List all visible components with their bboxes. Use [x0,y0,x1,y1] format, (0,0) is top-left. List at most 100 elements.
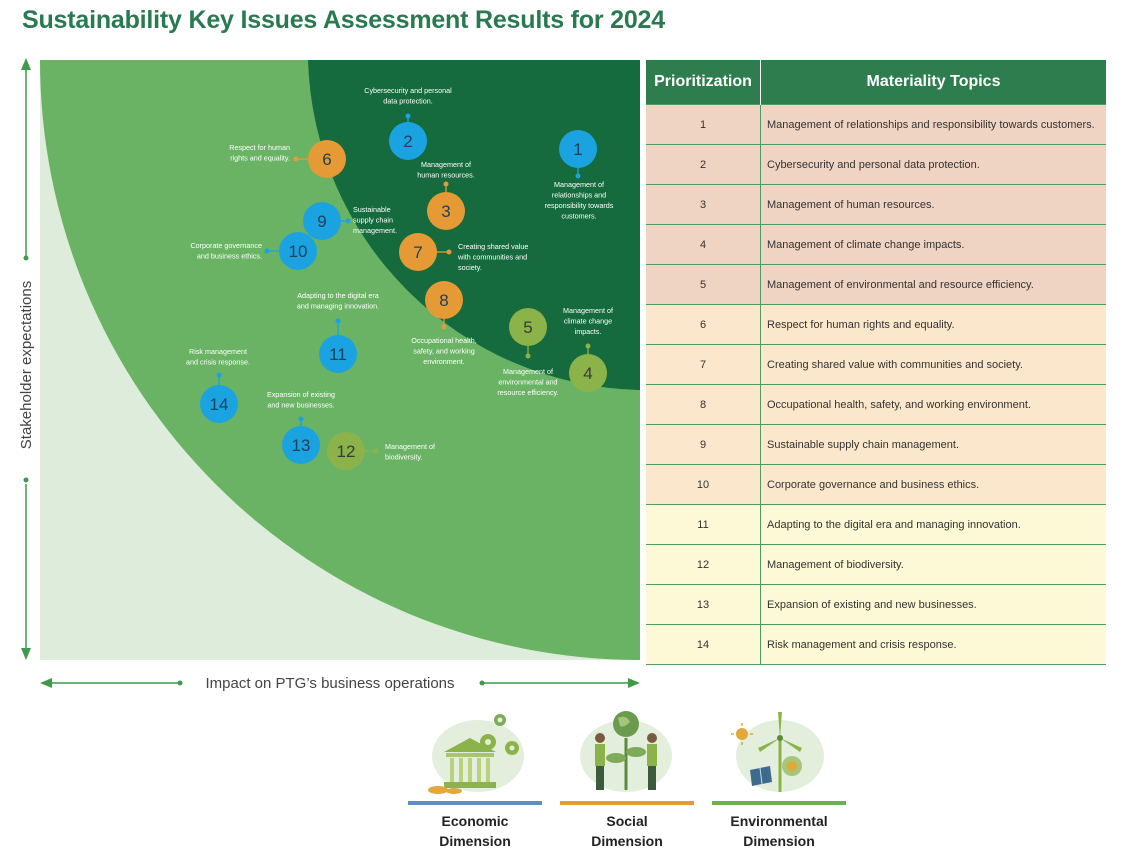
page-title: Sustainability Key Issues Assessment Res… [22,6,665,34]
materiality-topic: Respect for human rights and equality. [760,304,1106,345]
priority-number: 5 [646,264,761,305]
materiality-topic: Management of environmental and resource… [760,264,1106,305]
point-label-line: biodiversity. [385,453,422,462]
point-number: 6 [322,150,331,169]
people-globe-icon [580,711,672,792]
priority-number: 4 [646,224,761,265]
social-dimension-bar [560,801,694,805]
point-marker [303,202,341,240]
point-label-line: resource efficiency. [497,388,558,397]
materiality-topic: Adapting to the digital era and managing… [760,504,1106,545]
point-marker [327,432,365,470]
environmental-dimension-label-line1: Environmental [730,813,828,829]
bank-gears-icon [428,714,524,794]
priority-number: 14 [646,624,761,665]
point-connector-dot [525,353,531,359]
materiality-topic: Creating shared value with communities a… [760,344,1106,385]
point-marker [559,130,597,168]
point-label-line: society. [458,263,482,272]
point-connector-dot [264,248,270,254]
point-marker [282,426,320,464]
point-marker [569,354,607,392]
point-label-line: and crisis response. [186,358,250,367]
point-label-line: impacts. [575,327,602,336]
point-label-line: with communities and [457,253,527,262]
point-label-line: Management of [554,180,604,189]
materiality-topic: Management of relationships and responsi… [760,104,1106,145]
point-label-line: environment. [423,357,465,366]
point-label-line: Management of [563,306,613,315]
materiality-topic: Management of human resources. [760,184,1106,225]
point-label-line: and new businesses. [267,401,334,410]
point-number: 4 [583,364,592,383]
materiality-matrix: Stakeholder expectations Impact on PTG’s… [18,58,640,692]
point-label-line: rights and equality. [230,154,290,163]
point-marker [200,385,238,423]
priority-number: 1 [646,104,761,145]
materiality-topic: Expansion of existing and new businesses… [760,584,1106,625]
point-number: 2 [403,132,412,151]
y-axis [21,58,31,660]
economic-dimension-label-line2: Dimension [439,833,511,849]
point-number: 10 [289,242,308,261]
point-label-line: climate change [564,317,612,326]
point-label-line: safety, and working [413,347,474,356]
point-marker [509,308,547,346]
point-label-line: Management of [421,160,471,169]
point-number: 1 [573,140,582,159]
point-label-line: Sustainable [353,205,391,214]
point-label-line: and managing innovation. [297,302,379,311]
economic-dimension-label-line1: Economic [441,813,509,829]
point-number: 11 [329,345,347,364]
header-materiality-topics: Materiality Topics [760,60,1106,105]
priority-number: 6 [646,304,761,345]
point-label-line: supply chain [353,216,393,225]
point-label-line: Management of [503,367,553,376]
point-label-line: environmental and [498,378,557,387]
point-number: 5 [523,318,532,337]
point-label-line: relationships and [552,191,606,200]
point-label-line: Expansion of existing [267,390,335,399]
priority-number: 2 [646,144,761,185]
point-label-line: Occupational health, [411,336,477,345]
point-label-line: customers. [561,212,596,221]
environmental-dimension: Environmental Dimension [712,708,846,851]
point-number: 14 [210,395,229,414]
priority-number: 10 [646,464,761,505]
social-dimension: Social Dimension [560,708,694,851]
point-label-line: management. [353,226,397,235]
point-label-line: Management of [385,442,435,451]
matrix-point: 14 Risk management and crisis response. [186,347,250,423]
point-label-line: responsibility towards [545,201,614,210]
wind-solar-icon [731,712,824,792]
matrix-point: 11 Adapting to the digital era and managin… [297,291,379,373]
materiality-topic: Corporate governance and business ethics… [760,464,1106,505]
point-label-line: Adapting to the digital era [297,291,379,300]
point-connector-dot [345,218,351,224]
point-marker [425,281,463,319]
priority-number: 3 [646,184,761,225]
matrix-point: 12 Management of biodiversity. [327,432,435,470]
x-axis [40,678,640,688]
point-label-line: Risk management [189,347,247,356]
point-connector-dot [298,416,304,422]
point-number: 12 [337,442,356,461]
point-connector-dot [575,173,581,179]
